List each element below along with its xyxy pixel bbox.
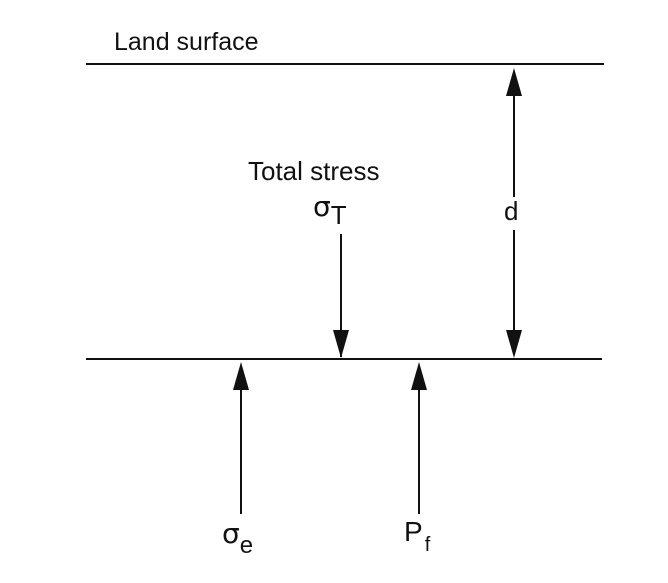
- total-stress-subscript: T: [330, 200, 347, 230]
- fluid-pressure-subscript: f: [424, 534, 431, 556]
- effective-stress-arrowhead: [233, 362, 249, 390]
- sigma-symbol: σ: [222, 517, 240, 550]
- total-stress-symbol: σT: [313, 190, 347, 229]
- depth-label: d: [504, 196, 519, 226]
- depth-arrowhead-top: [506, 68, 522, 96]
- total-stress-arrowhead: [333, 330, 349, 358]
- effective-stress-subscript: e: [239, 532, 254, 559]
- depth-arrowhead-bottom: [506, 330, 522, 358]
- total-stress-label: Total stress: [248, 156, 380, 186]
- fluid-pressure-arrowhead: [411, 362, 427, 390]
- fluid-pressure-letter: P: [404, 516, 423, 547]
- land-surface-label: Land surface: [114, 28, 259, 56]
- sigma-symbol: σ: [313, 190, 331, 223]
- effective-stress-symbol: σe: [222, 517, 253, 558]
